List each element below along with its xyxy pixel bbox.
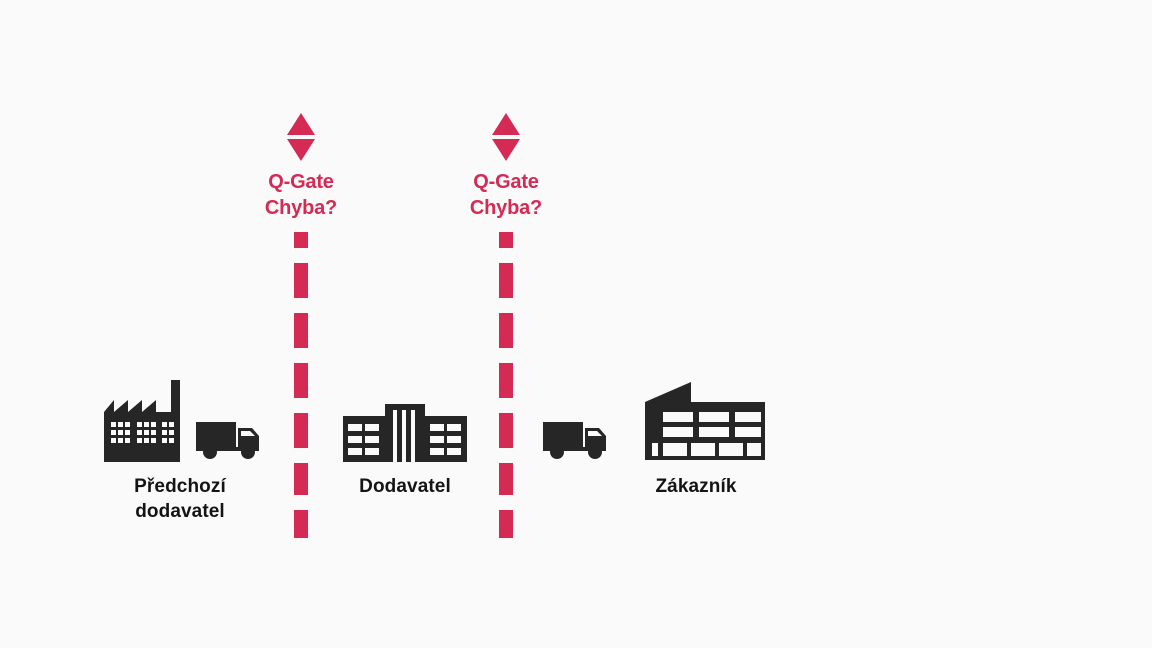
q-gate-1: Q-Gate Chyba?	[231, 113, 371, 221]
office-building-icon	[341, 398, 469, 462]
q-gate-1-label-line2: Chyba?	[264, 197, 338, 219]
q-gate-1-dashed-line	[294, 232, 308, 538]
dash-segment	[294, 313, 308, 348]
truck-icon	[194, 418, 264, 460]
node-supplier-caption-line1: Dodavatel	[359, 476, 451, 497]
dash-segment	[499, 510, 513, 538]
dash-segment	[294, 413, 308, 448]
q-gate-2-label-line1: Q-Gate	[473, 171, 539, 193]
node-supplier-caption: Dodavatel	[330, 474, 480, 499]
dash-segment	[499, 263, 513, 298]
q-gate-2-dashed-line	[499, 232, 513, 538]
dash-segment	[499, 413, 513, 448]
factory-icon	[96, 380, 188, 462]
dash-segment	[294, 510, 308, 538]
dash-segment	[499, 313, 513, 348]
dash-segment	[294, 363, 308, 398]
q-gate-1-label: Q-Gate Chyba?	[231, 169, 371, 221]
q-gate-1-label-line1: Q-Gate	[268, 171, 334, 193]
node-previous-supplier-caption: Předchozí dodavatel	[90, 474, 270, 524]
triangle-down-icon	[287, 139, 315, 161]
node-previous-supplier-icons	[90, 376, 270, 462]
node-customer-caption: Zákazník	[612, 474, 780, 499]
triangle-down-icon	[492, 139, 520, 161]
node-supplier-icons	[330, 376, 480, 462]
node-customer-icons	[530, 376, 780, 462]
q-gate-2-label-line2: Chyba?	[469, 197, 543, 219]
triangle-up-icon	[492, 113, 520, 135]
node-previous-supplier-caption-line1: Předchozí	[134, 476, 226, 497]
q-gate-2-label: Q-Gate Chyba?	[436, 169, 576, 221]
dash-segment	[294, 232, 308, 248]
dash-segment	[499, 232, 513, 248]
dash-segment	[499, 363, 513, 398]
node-previous-supplier-caption-line2: dodavatel	[135, 501, 225, 522]
q-gate-2-arrows	[436, 113, 576, 161]
modern-building-icon	[639, 380, 769, 462]
dash-segment	[499, 463, 513, 495]
q-gate-1-arrows	[231, 113, 371, 161]
node-customer-caption-line1: Zákazník	[655, 476, 737, 497]
dash-segment	[294, 263, 308, 298]
node-customer: Zákazník	[530, 376, 780, 499]
node-previous-supplier: Předchozí dodavatel	[90, 376, 270, 524]
q-gate-2: Q-Gate Chyba?	[436, 113, 576, 221]
truck-icon	[541, 418, 611, 460]
node-supplier: Dodavatel	[330, 376, 480, 499]
triangle-up-icon	[287, 113, 315, 135]
dash-segment	[294, 463, 308, 495]
